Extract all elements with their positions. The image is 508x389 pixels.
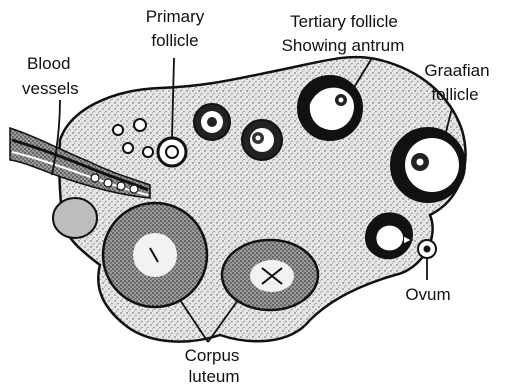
corpus-luteum-small [222,240,318,310]
growing-follicle [242,120,282,160]
label-graafian-follicle-line2: follicle [431,85,478,104]
ovum [418,240,436,258]
label-blood-vessels-line1: Blood [27,54,70,73]
label-tertiary-follicle-line2: Showing antrum [282,36,405,55]
label-ovum: Ovum [405,285,450,304]
label-graafian-follicle-line1: Graafian [424,61,489,80]
ruptured-follicle [366,213,412,258]
lower-left-lobe [53,198,97,238]
secondary-follicle [194,104,230,140]
label-corpus-luteum-line1: Corpus [185,346,240,365]
label-primary-follicle-line1: Primary [146,7,205,26]
label-primary-follicle-line2: follicle [151,31,198,50]
tertiary-follicle [298,76,362,140]
corpus-luteum-large [103,203,207,307]
label-tertiary-follicle-line1: Tertiary follicle [290,12,398,31]
label-blood-vessels-line2: vessels [22,79,79,98]
graafian-follicle [391,128,465,202]
label-corpus-luteum-line2: luteum [188,367,239,386]
primary-follicle [158,138,186,166]
